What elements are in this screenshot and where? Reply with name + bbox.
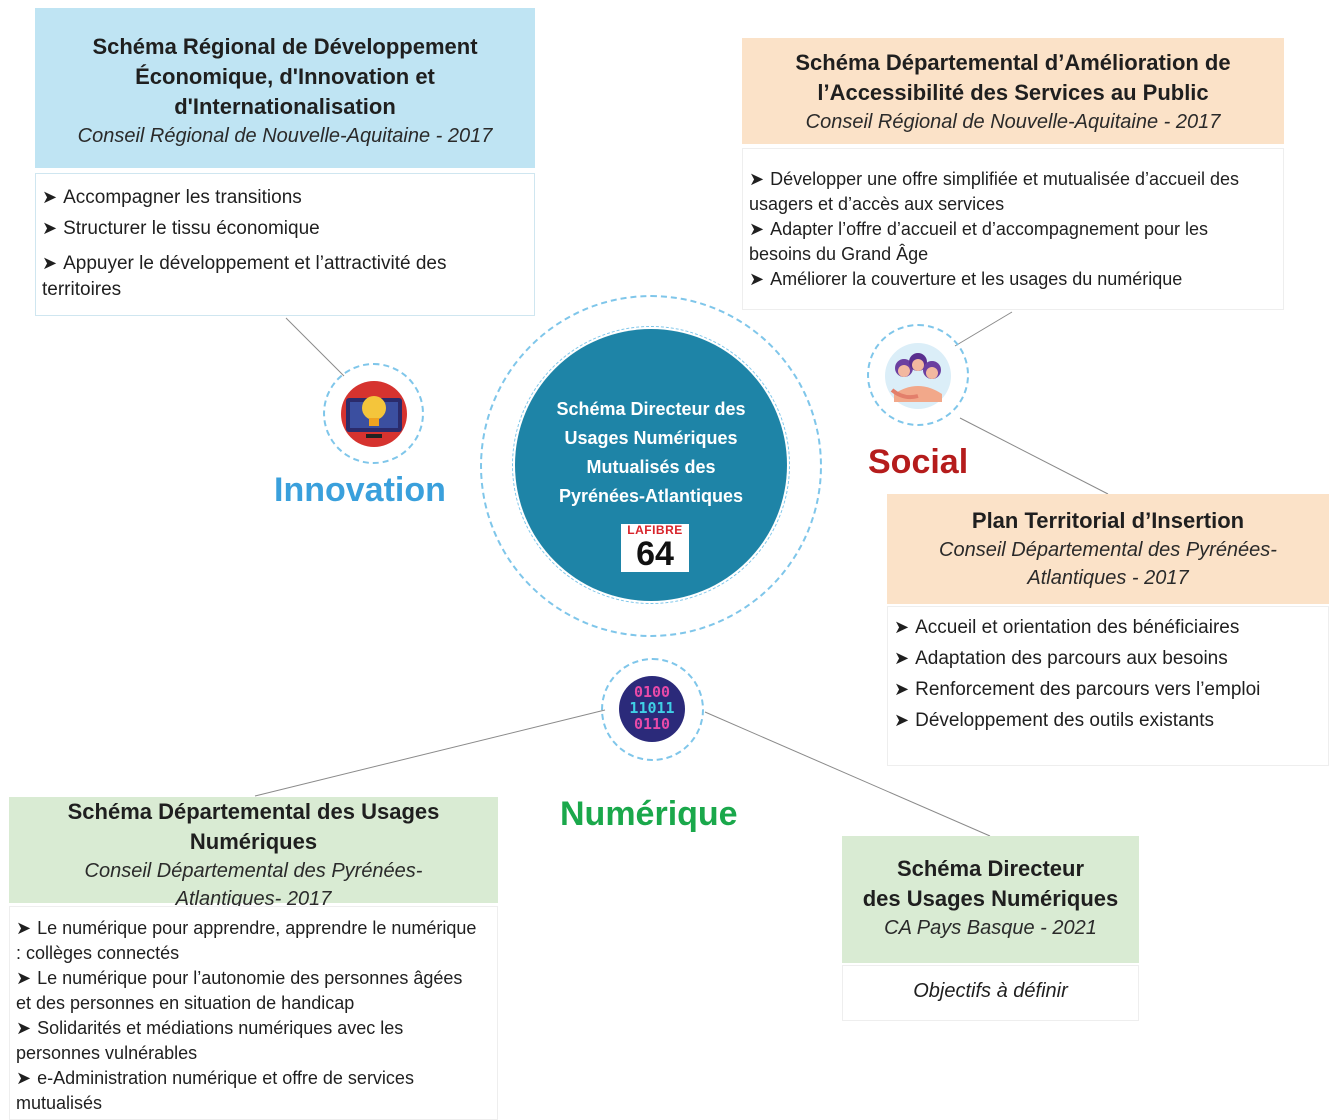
arrow-icon: ➤	[42, 218, 58, 238]
box-sdunpb-title-1: Schéma Directeur	[896, 856, 1085, 881]
center-title-4: Pyrénées-Atlantiques	[558, 486, 744, 506]
arrow-icon: ➤	[894, 710, 910, 730]
arrow-icon: ➤	[16, 968, 32, 988]
box-sdun-title-2: Numériques	[189, 829, 318, 854]
list-item: ➤Adaptation des parcours aux besoins	[894, 648, 1228, 669]
box-sdaasp-header: Schéma Départemental d’Amélioration de l…	[742, 38, 1284, 144]
center-title-1: Schéma Directeur des	[556, 399, 746, 419]
label-social: Social	[868, 443, 969, 481]
box-sdun-body: ➤Le numérique pour apprendre, apprendre …	[9, 906, 498, 1120]
lafibre64-logo: LAFIBRE 64	[621, 524, 689, 572]
arrow-icon: ➤	[749, 219, 765, 239]
label-innovation: Innovation	[274, 471, 446, 509]
box-sdunpb-body: Objectifs à définir	[842, 965, 1139, 1021]
box-sdun-title-1: Schéma Départemental des Usages	[67, 799, 440, 824]
center-outer-ring	[480, 295, 822, 637]
box-pti-subtitle-2: Atlantiques - 2017	[1027, 567, 1189, 589]
connector-numerique-right	[704, 711, 991, 837]
svg-text:0110: 0110	[634, 715, 670, 733]
box-sdaasp-subtitle: Conseil Régional de Nouvelle-Aquitaine -…	[805, 111, 1221, 133]
box-pti-body: ➤Accueil et orientation des bénéficiaire…	[887, 606, 1329, 766]
innovation-icon-ring	[323, 363, 424, 464]
list-item: ➤Améliorer la couverture et les usages d…	[749, 269, 1183, 289]
box-srdeii-body: ➤Accompagner les transitions ➤Structurer…	[35, 173, 535, 316]
logo-top-text: LAFIBRE	[627, 523, 683, 537]
list-item: ➤Structurer le tissu économique	[42, 218, 320, 239]
box-pti-header: Plan Territorial d’Insertion Conseil Dép…	[887, 494, 1329, 604]
box-sdun-subtitle-1: Conseil Départemental des Pyrénées-	[84, 860, 423, 882]
svg-text:11011: 11011	[629, 699, 674, 717]
arrow-icon: ➤	[42, 187, 58, 207]
list-item: ➤Développer une offre simplifiée et mutu…	[749, 169, 1240, 214]
list-item: ➤Adapter l’offre d’accueil et d’accompag…	[749, 219, 1209, 264]
binary-code-icon: 0100 11011 0110	[619, 676, 685, 742]
box-sdun-subtitle-2: Atlantiques- 2017	[175, 888, 332, 910]
connector-social-top	[954, 311, 1013, 347]
arrow-icon: ➤	[894, 648, 910, 668]
box-sdun-header: Schéma Départemental des Usages Numériqu…	[9, 797, 498, 910]
box-sdunpb-title-2: des Usages Numériques	[862, 886, 1119, 911]
box-sdaasp-title-1: Schéma Départemental d’Amélioration de	[795, 50, 1231, 75]
logo-number: 64	[636, 535, 674, 573]
list-item: ➤Solidarités et médiations numériques av…	[16, 1018, 404, 1063]
list-item: ➤Accompagner les transitions	[42, 187, 302, 208]
list-item: ➤Le numérique pour l’autonomie des perso…	[16, 968, 463, 1013]
arrow-icon: ➤	[42, 253, 58, 273]
box-srdeii-title-2: Économique, d'Innovation et	[135, 64, 435, 89]
box-sdunpb-body-text: Objectifs à définir	[913, 980, 1068, 1002]
center-title-3: Mutualisés des	[586, 457, 716, 477]
connector-social-bottom	[959, 417, 1109, 495]
list-item: ➤Accueil et orientation des bénéficiaire…	[894, 617, 1240, 638]
box-sdaasp-body: ➤Développer une offre simplifiée et mutu…	[742, 148, 1284, 310]
arrow-icon: ➤	[894, 617, 910, 637]
box-srdeii-header: Schéma Régional de Développement Économi…	[35, 8, 535, 168]
numerique-icon-ring	[601, 658, 704, 761]
arrow-icon: ➤	[749, 169, 765, 189]
box-sdunpb-subtitle: CA Pays Basque - 2021	[884, 917, 1097, 939]
list-item: ➤Renforcement des parcours vers l’emploi	[894, 679, 1261, 700]
connector-numerique-left	[254, 709, 606, 797]
center-title-2: Usages Numériques	[564, 428, 738, 448]
lightbulb-screen-icon	[341, 381, 407, 447]
social-icon-ring	[867, 324, 969, 426]
list-item: ➤Développement des outils existants	[894, 710, 1214, 731]
connector-innovation	[285, 317, 345, 377]
arrow-icon: ➤	[16, 918, 32, 938]
box-srdeii-subtitle: Conseil Régional de Nouvelle-Aquitaine -…	[77, 125, 493, 147]
box-sdaasp-title-2: l’Accessibilité des Services au Public	[817, 80, 1209, 105]
box-sdunpb-header: Schéma Directeur des Usages Numériques C…	[842, 836, 1139, 963]
arrow-icon: ➤	[16, 1068, 32, 1088]
svg-text:0100: 0100	[634, 683, 670, 701]
arrow-icon: ➤	[894, 679, 910, 699]
center-inner-ring	[512, 326, 790, 604]
list-item: ➤Le numérique pour apprendre, apprendre …	[16, 918, 477, 963]
label-numerique: Numérique	[560, 795, 738, 833]
box-pti-subtitle-1: Conseil Départemental des Pyrénées-	[939, 539, 1277, 561]
arrow-icon: ➤	[749, 269, 765, 289]
box-pti-title: Plan Territorial d’Insertion	[971, 508, 1245, 533]
list-item: ➤e-Administration numérique et offre de …	[16, 1068, 414, 1113]
list-item: ➤Appuyer le développement et l’attractiv…	[42, 253, 447, 300]
box-srdeii-title-1: Schéma Régional de Développement	[92, 34, 478, 59]
family-icon	[885, 343, 951, 409]
arrow-icon: ➤	[16, 1018, 32, 1038]
box-srdeii-title-3: d'Internationalisation	[174, 94, 396, 119]
